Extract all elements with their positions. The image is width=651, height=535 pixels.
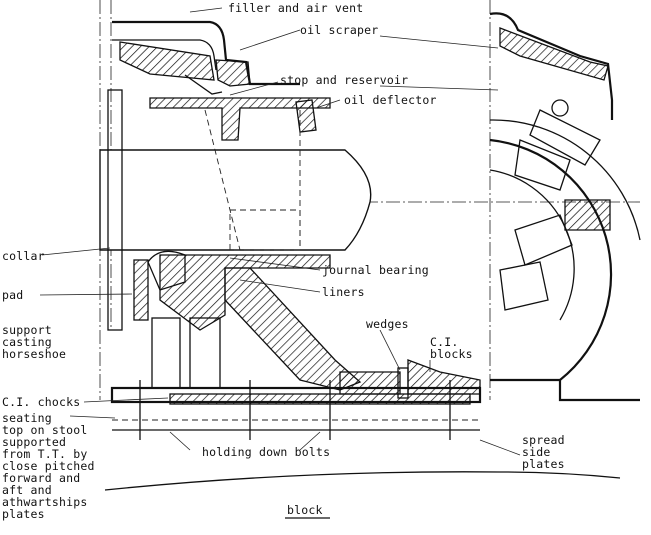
label-oil-scraper: oil scraper [300, 23, 379, 37]
support-casting-leg-2 [189, 317, 221, 389]
label-support-casting: support casting horseshoe [2, 323, 67, 361]
label-wedges: wedges [366, 317, 409, 331]
label-pad: pad [2, 288, 24, 302]
label-collar: collar [2, 249, 45, 263]
hidden-line-1 [204, 109, 241, 251]
stop-reservoir-section [215, 59, 251, 87]
oil-deflector-section [295, 99, 317, 133]
pad [133, 259, 149, 321]
label-ci-chocks: C.I. chocks [2, 395, 81, 409]
label-block: block [287, 503, 323, 517]
label-holding-bolts: holding down bolts [202, 445, 331, 459]
ci-chocks [169, 393, 471, 405]
oil-scraper-section [119, 41, 215, 81]
label-stop-reservoir: stop and reservoir [280, 73, 409, 87]
end-view-pads [499, 109, 611, 311]
hidden-bearing [229, 209, 301, 251]
label-oil-deflector: oil deflector [344, 93, 437, 107]
end-view-boss [551, 99, 569, 117]
label-ci-blocks: C.I. blocks [430, 335, 473, 361]
end-view-casing [489, 12, 614, 120]
ci-blocks [407, 359, 481, 395]
end-view-outer-arc [489, 138, 640, 402]
scraper-arm [184, 74, 223, 95]
label-seating: seating top on stool supported from T.T.… [2, 411, 95, 521]
support-casting-leg-1 [151, 317, 181, 389]
collar [107, 89, 123, 331]
wedges [397, 367, 409, 399]
end-view-inner-arc [489, 169, 575, 321]
end-view-scraper [499, 27, 609, 81]
holding-bolts [139, 380, 451, 440]
label-spread-plates: spread side plates [522, 433, 565, 471]
wedge-block [339, 371, 401, 395]
label-filler: filler and air vent [228, 1, 364, 15]
label-journal-bearing: journal bearing [322, 263, 429, 277]
block-outline [104, 471, 621, 491]
shaft [99, 149, 372, 251]
casing-inner [112, 39, 217, 71]
label-liners: liners [322, 285, 365, 299]
end-view-arc-2 [489, 119, 641, 241]
leader-lines [39, 7, 521, 456]
